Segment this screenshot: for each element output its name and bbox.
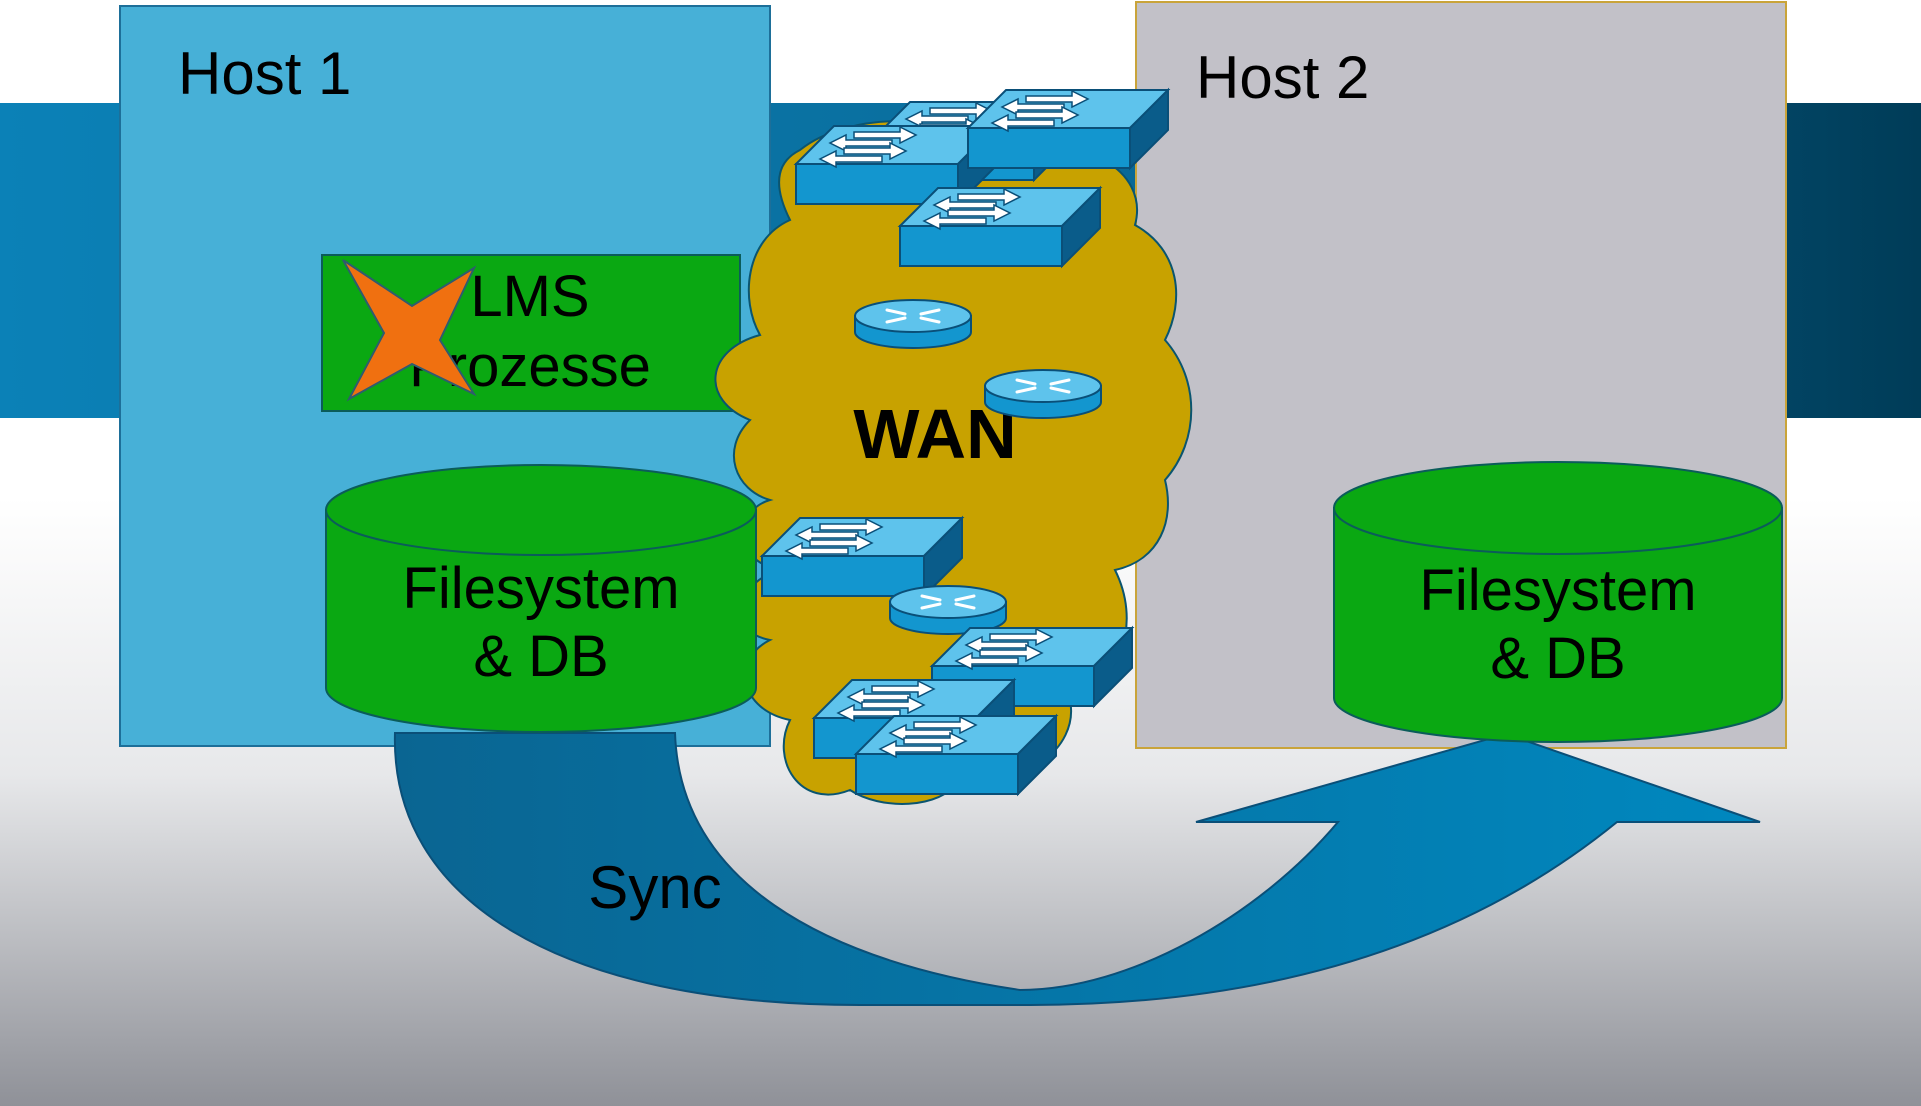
sync-arrow: [393, 732, 1761, 1006]
storage2-line2: & DB: [1490, 626, 1625, 691]
storage-cylinder-host1: Filesystem & DB: [325, 464, 757, 733]
lms-process-box: LMS Prozesse: [321, 254, 741, 412]
sync-label: Sync: [588, 854, 721, 921]
switch-icon: [855, 715, 1057, 795]
host2-title: Host 2: [1196, 44, 1369, 111]
switch-icon: [967, 89, 1169, 169]
storage-cylinder-host2: Filesystem & DB: [1333, 461, 1783, 743]
failure-x-icon: [342, 259, 477, 402]
host1-title: Host 1: [178, 40, 351, 107]
router-icon: [983, 368, 1103, 420]
router-icon: [853, 298, 973, 350]
storage2-line1: Filesystem: [1419, 558, 1696, 623]
switch-icon: [899, 187, 1101, 267]
storage1-line2: & DB: [473, 624, 608, 689]
switch-icon: [761, 517, 963, 597]
router-icon: [888, 584, 1008, 636]
lms-label-line1: LMS: [470, 264, 589, 329]
storage1-line1: Filesystem: [402, 556, 679, 621]
